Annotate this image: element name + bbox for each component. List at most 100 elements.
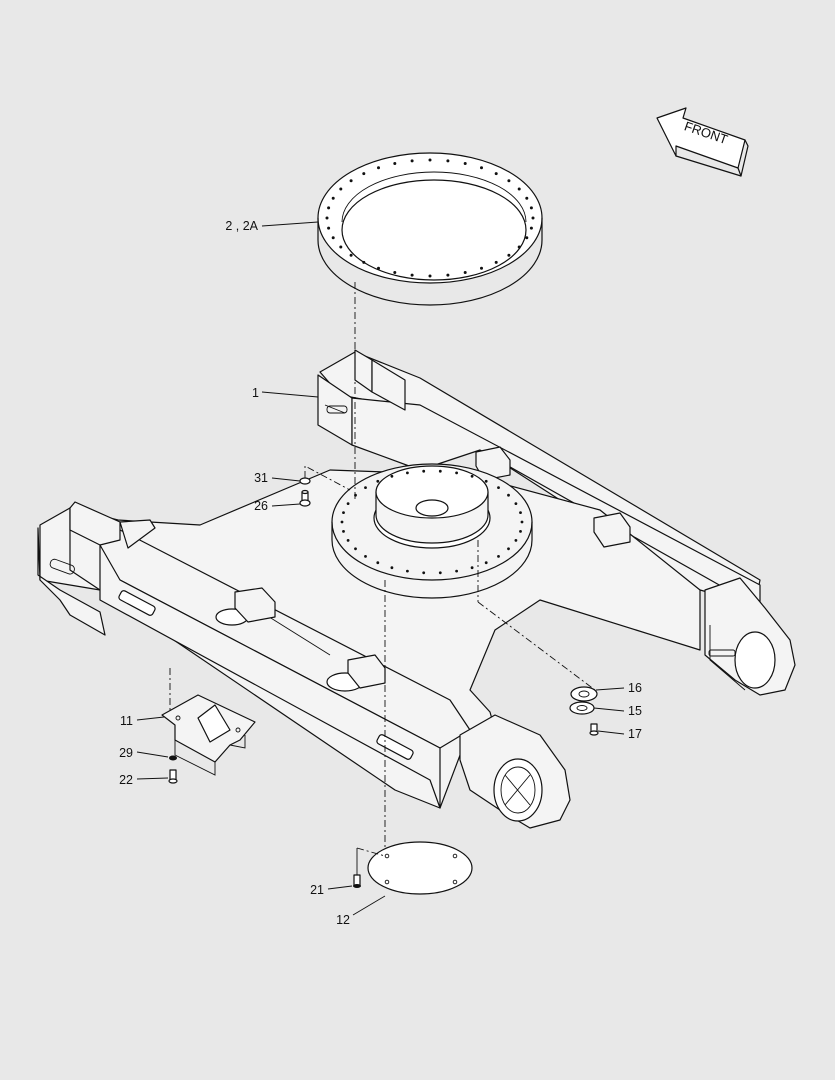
bolt-hole <box>362 172 366 176</box>
bolt-17 <box>589 723 599 736</box>
callout-31: 31 <box>254 471 268 485</box>
callout-2-2a: 2 , 2A <box>225 219 258 233</box>
callout-17: 17 <box>628 727 642 741</box>
bolt-hole <box>331 236 335 240</box>
washer-31 <box>299 477 311 485</box>
bolt-hole <box>364 486 367 489</box>
bolt-hole <box>480 266 483 270</box>
leader-lines <box>136 221 625 916</box>
bolt-hole <box>410 273 414 277</box>
bolt-hole <box>331 196 335 200</box>
bolt-hole <box>514 502 518 505</box>
bolt-hole <box>339 187 343 191</box>
bolt-hole <box>507 179 511 183</box>
bolt-hole <box>354 493 357 497</box>
plate-16 <box>570 686 598 702</box>
bolt-hole <box>455 569 458 573</box>
bolt-hole <box>349 253 353 257</box>
callout-26: 26 <box>254 499 268 513</box>
bolt-hole <box>376 561 380 565</box>
callout-29: 29 <box>119 746 133 760</box>
bolt-hole <box>438 469 442 473</box>
swing-bearing-ring <box>317 152 543 306</box>
bolt-hole <box>393 271 397 274</box>
bolt-hole <box>406 471 409 475</box>
bolt-hole <box>393 162 397 165</box>
callout-16: 16 <box>628 681 642 695</box>
cover-plate-part-12 <box>356 841 473 895</box>
bolt-hole <box>325 216 329 220</box>
bolt-hole <box>455 471 458 475</box>
bolt-22 <box>168 769 178 784</box>
bolt-hole <box>497 486 500 489</box>
frame-bolt-holes <box>340 469 524 575</box>
callout-21: 21 <box>310 883 324 897</box>
bolt-hole <box>422 469 426 473</box>
fasteners <box>168 477 599 888</box>
callout-11: 11 <box>120 714 133 728</box>
bolt-hole <box>525 196 529 200</box>
bolt-hole <box>507 493 510 497</box>
bolt-hole <box>362 260 366 264</box>
bolt-hole <box>376 479 380 483</box>
bolt-hole <box>484 479 488 483</box>
bolt-hole <box>446 159 450 163</box>
bolt-hole <box>364 555 367 558</box>
bolt-hole <box>517 187 521 191</box>
bolt-hole <box>507 547 510 551</box>
bolt-hole <box>494 172 498 176</box>
bolt-hole <box>406 569 409 573</box>
bolt-hole <box>327 226 331 230</box>
front-arrow: FRONT <box>656 107 749 177</box>
bolt-hole <box>497 555 500 558</box>
bolt-hole <box>346 502 350 505</box>
callout-22: 22 <box>119 773 133 787</box>
bolt-hole <box>327 206 331 210</box>
ring-bolt-holes <box>325 158 535 278</box>
bolt-hole <box>346 539 350 542</box>
callout-1: 1 <box>252 386 259 400</box>
bracket-part-11 <box>161 694 256 776</box>
bolt-hole <box>494 260 498 264</box>
callout-15: 15 <box>628 704 642 718</box>
bolt-hole <box>514 539 518 542</box>
bolt-hole <box>422 571 426 575</box>
bolt-hole <box>531 216 535 220</box>
bolt-hole <box>480 166 483 170</box>
bolt-hole <box>377 166 380 170</box>
bolt-hole <box>438 571 442 575</box>
bolt-hole <box>470 566 474 570</box>
plate-15 <box>569 701 595 715</box>
bolt-hole <box>428 158 432 162</box>
bolt-hole <box>517 245 521 249</box>
bolt-hole <box>484 561 488 565</box>
bolt-hole <box>428 274 432 278</box>
bolt-26 <box>299 489 311 507</box>
bolt-hole <box>520 520 524 524</box>
bolt-hole <box>507 253 511 257</box>
bolt-hole <box>349 179 353 183</box>
bolt-hole <box>410 159 414 163</box>
washer-29 <box>169 755 177 761</box>
bolt-hole <box>377 266 380 270</box>
bolt-hole <box>519 530 522 533</box>
bolt-hole <box>525 236 529 240</box>
bolt-hole <box>340 520 344 524</box>
callout-labels: 2 , 2A 1 31 26 16 15 17 11 29 22 21 12 <box>119 219 642 927</box>
bolt-hole <box>470 474 474 478</box>
callout-12: 12 <box>336 913 350 927</box>
bolt-hole <box>390 566 394 570</box>
bolt-hole <box>529 206 533 210</box>
bolt-hole <box>354 547 357 551</box>
bolt-hole <box>529 226 533 230</box>
bolt-hole <box>390 474 394 478</box>
bolt-hole <box>446 273 450 277</box>
bolt-21 <box>353 848 361 888</box>
assembly-centrelines <box>169 282 596 850</box>
bolt-hole <box>339 245 343 249</box>
bolt-hole <box>463 162 467 165</box>
bolt-hole <box>519 511 522 514</box>
bolt-hole <box>342 530 345 533</box>
